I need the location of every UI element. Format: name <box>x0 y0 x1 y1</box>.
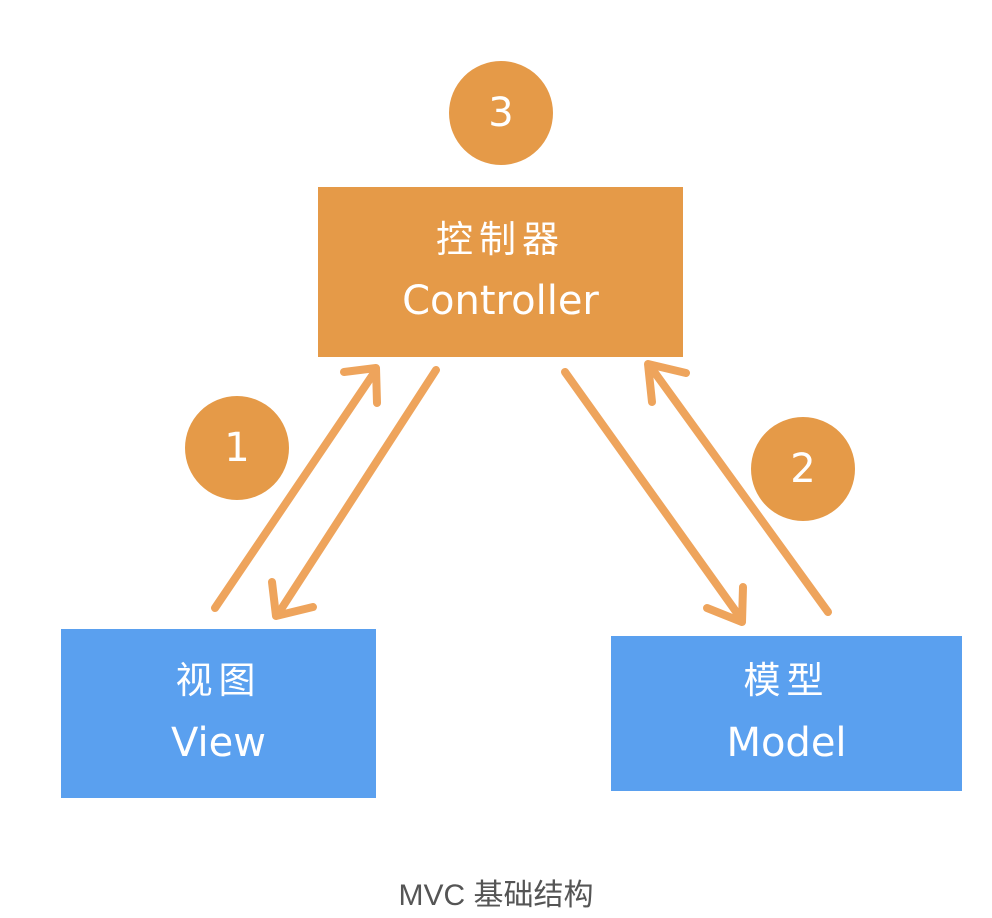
step-badge-2-label: 2 <box>790 446 816 492</box>
step-badge-1-label: 1 <box>224 425 250 471</box>
model-title-en: Model <box>726 719 847 766</box>
arrow-model-to-controller <box>644 360 832 616</box>
model-box: 模型 Model <box>611 636 962 791</box>
view-title-en: View <box>171 719 266 766</box>
diagram-caption: MVC 基础结构 <box>398 879 594 912</box>
controller-title-cn: 控制器 <box>436 217 565 261</box>
model-title-cn: 模型 <box>743 659 830 703</box>
arrow-view-to-controller <box>211 364 381 612</box>
step-badge-2: 2 <box>751 417 855 521</box>
arrow-controller-to-view <box>268 366 440 620</box>
view-box: 视图 View <box>61 629 376 798</box>
step-badge-1: 1 <box>185 396 289 500</box>
controller-box: 控制器 Controller <box>318 187 683 357</box>
step-badge-3-label: 3 <box>488 90 514 136</box>
step-badge-3: 3 <box>449 61 553 165</box>
arrow-controller-to-model <box>561 368 747 626</box>
view-title-cn: 视图 <box>175 659 262 703</box>
controller-title-en: Controller <box>402 278 599 325</box>
